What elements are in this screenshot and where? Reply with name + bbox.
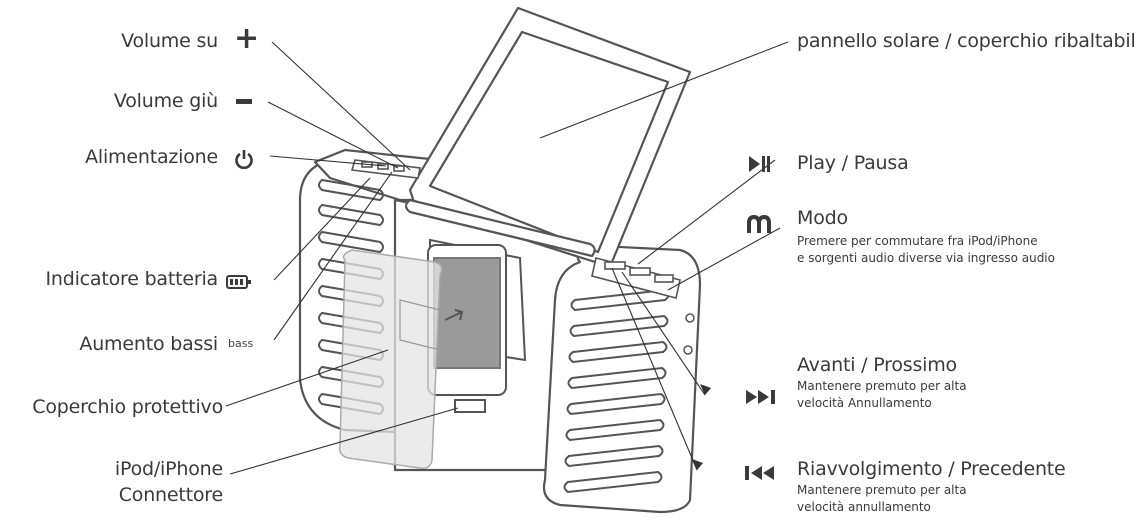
rewind-desc-line1: Mantenere premuto per alta xyxy=(797,483,967,497)
lid-slot xyxy=(404,198,596,258)
mode-desc-line1: Premere per commutare fra iPod/iPhone xyxy=(797,234,1038,248)
mode-m-icon[interactable] xyxy=(746,214,772,238)
power-icon[interactable] xyxy=(234,148,254,174)
protective-cover xyxy=(338,249,443,470)
volume-down-label: Volume giù xyxy=(113,90,218,112)
forward-desc-line1: Mantenere premuto per alta xyxy=(797,379,967,393)
connector-label-line1: iPod/iPhone xyxy=(114,458,223,480)
battery-icon xyxy=(226,274,252,293)
protective-cover-label: Coperchio protettivo xyxy=(32,396,223,418)
right-button-strip xyxy=(591,257,681,299)
forward-desc-line2: velocità Annullamento xyxy=(797,396,932,410)
mode-desc-line2: e sorgenti audio diverse via ingresso au… xyxy=(797,251,1055,265)
power-label: Alimentazione xyxy=(85,146,218,168)
rewind-label: Riavvolgimento / Precedente xyxy=(797,458,1066,480)
battery-label: Indicatore batteria xyxy=(45,268,219,290)
play-pause-icon[interactable] xyxy=(748,155,772,177)
solar-panel-label: pannello solare / coperchio ribaltabile xyxy=(797,30,1135,52)
side-jacks xyxy=(683,313,695,355)
bass-icon[interactable]: bass xyxy=(228,337,254,350)
ipod-dock xyxy=(427,238,527,413)
minus-icon[interactable] xyxy=(236,99,252,104)
connector-label-line2: Connettore xyxy=(118,484,223,506)
rewind-desc-line2: velocità annullamento xyxy=(797,500,931,514)
mode-label: Modo xyxy=(797,207,848,229)
bass-boost-label: Aumento bassi xyxy=(79,333,218,355)
right-grille xyxy=(563,288,670,494)
leader-arrowheads xyxy=(692,384,711,470)
play-pause-label: Play / Pausa xyxy=(797,152,909,174)
plus-icon[interactable]: + xyxy=(234,21,260,56)
volume-up-label: Volume su xyxy=(121,30,218,52)
solar-panel-glass xyxy=(428,30,670,254)
forward-label: Avanti / Prossimo xyxy=(797,354,957,376)
fast-forward-icon[interactable] xyxy=(745,389,779,409)
leader-lines xyxy=(225,41,789,475)
rewind-icon[interactable] xyxy=(743,465,777,485)
